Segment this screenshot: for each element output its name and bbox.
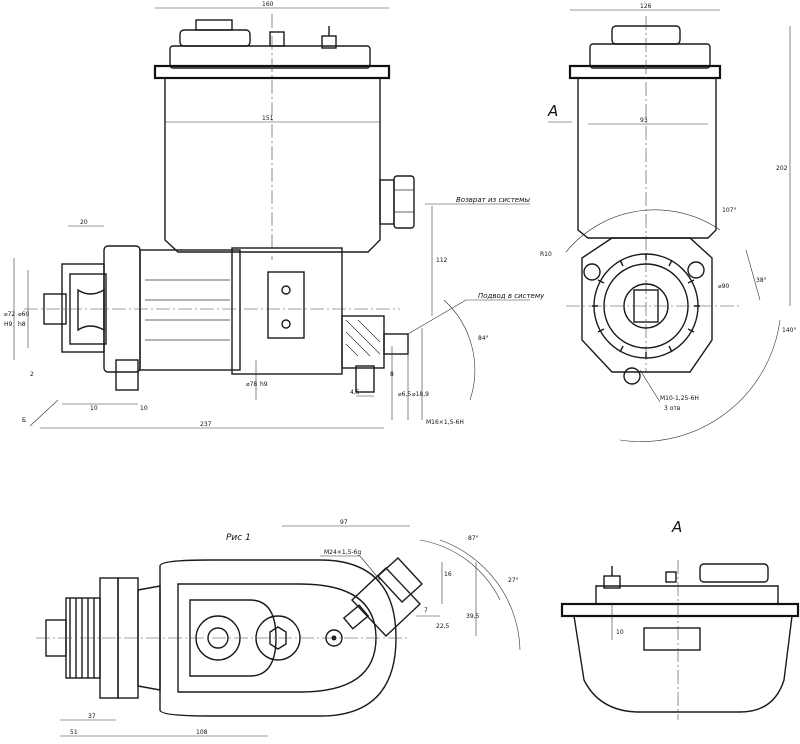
view-letter-a-bottom: A [671,518,682,536]
dim-112: 112 [436,257,448,264]
dim-22-5: 22,5 [436,623,450,630]
dim-78-tolerance: h9 [260,381,268,388]
dim-97: 97 [340,519,348,526]
dim-140-angle: 140° [782,327,796,334]
dim-60-tolerance: h8 [18,321,26,328]
thread-m10-label: M10-1,25-6H [660,395,699,402]
dim-151: 151 [262,115,274,122]
dim-38-angle: 38° [756,277,767,284]
dim-108: 108 [196,729,208,736]
thread-m16-label: M16×1,5-6H [426,419,464,426]
dim-10a: 10 [90,405,98,412]
dim-6-5: ⌀6,5 [398,391,411,398]
dim-16: 16 [444,571,452,578]
dim-r10: R10 [540,251,552,258]
return-note: Возврат из системы [456,196,530,204]
dim-27-angle: 27° [508,577,519,584]
dim-78-diameter: ⌀78 [246,381,257,388]
dim-10b: 10 [140,405,148,412]
side-view [548,9,791,442]
dim-7: 7 [424,607,428,614]
dim-72-tolerance: H9 [4,321,13,328]
dim-237: 237 [200,421,212,428]
dim-39-5: 39,5 [466,613,480,620]
dim-8: 8 [390,371,394,378]
dim-90-diameter: ⌀90 [718,283,729,290]
dim-93: 93 [640,117,648,124]
dim-4-5: 4,5 [350,389,360,396]
dim-72-diameter: ⌀72 [4,311,15,318]
dim-160: 160 [262,1,274,8]
dim-37: 37 [88,713,96,720]
thread-m24-label: M24×1,5-6g [324,549,361,556]
dim-60-diameter: ⌀60 [18,311,29,318]
supply-note: Подвод в систему [478,292,545,300]
figure-caption: Рис 1 [226,533,251,543]
dim-202: 202 [776,165,788,172]
thread-m10-count: 3 отв [664,405,681,412]
dim-87-angle: 87° [468,535,479,542]
dim-84-angle: 84° [478,335,489,342]
dim-51: 51 [70,729,78,736]
dim-126: 126 [640,3,652,10]
dim-2: 2 [30,371,34,378]
plan-view [36,525,521,737]
section-mark: Б [22,417,26,424]
dim-10c: 10 [616,629,624,636]
dim-107-angle: 107° [722,207,736,214]
dim-20: 20 [80,219,88,226]
front-view [13,7,530,429]
view-a [560,560,800,720]
dim-18-9: ⌀18,9 [412,391,429,398]
view-letter-a-top: A [547,102,558,120]
